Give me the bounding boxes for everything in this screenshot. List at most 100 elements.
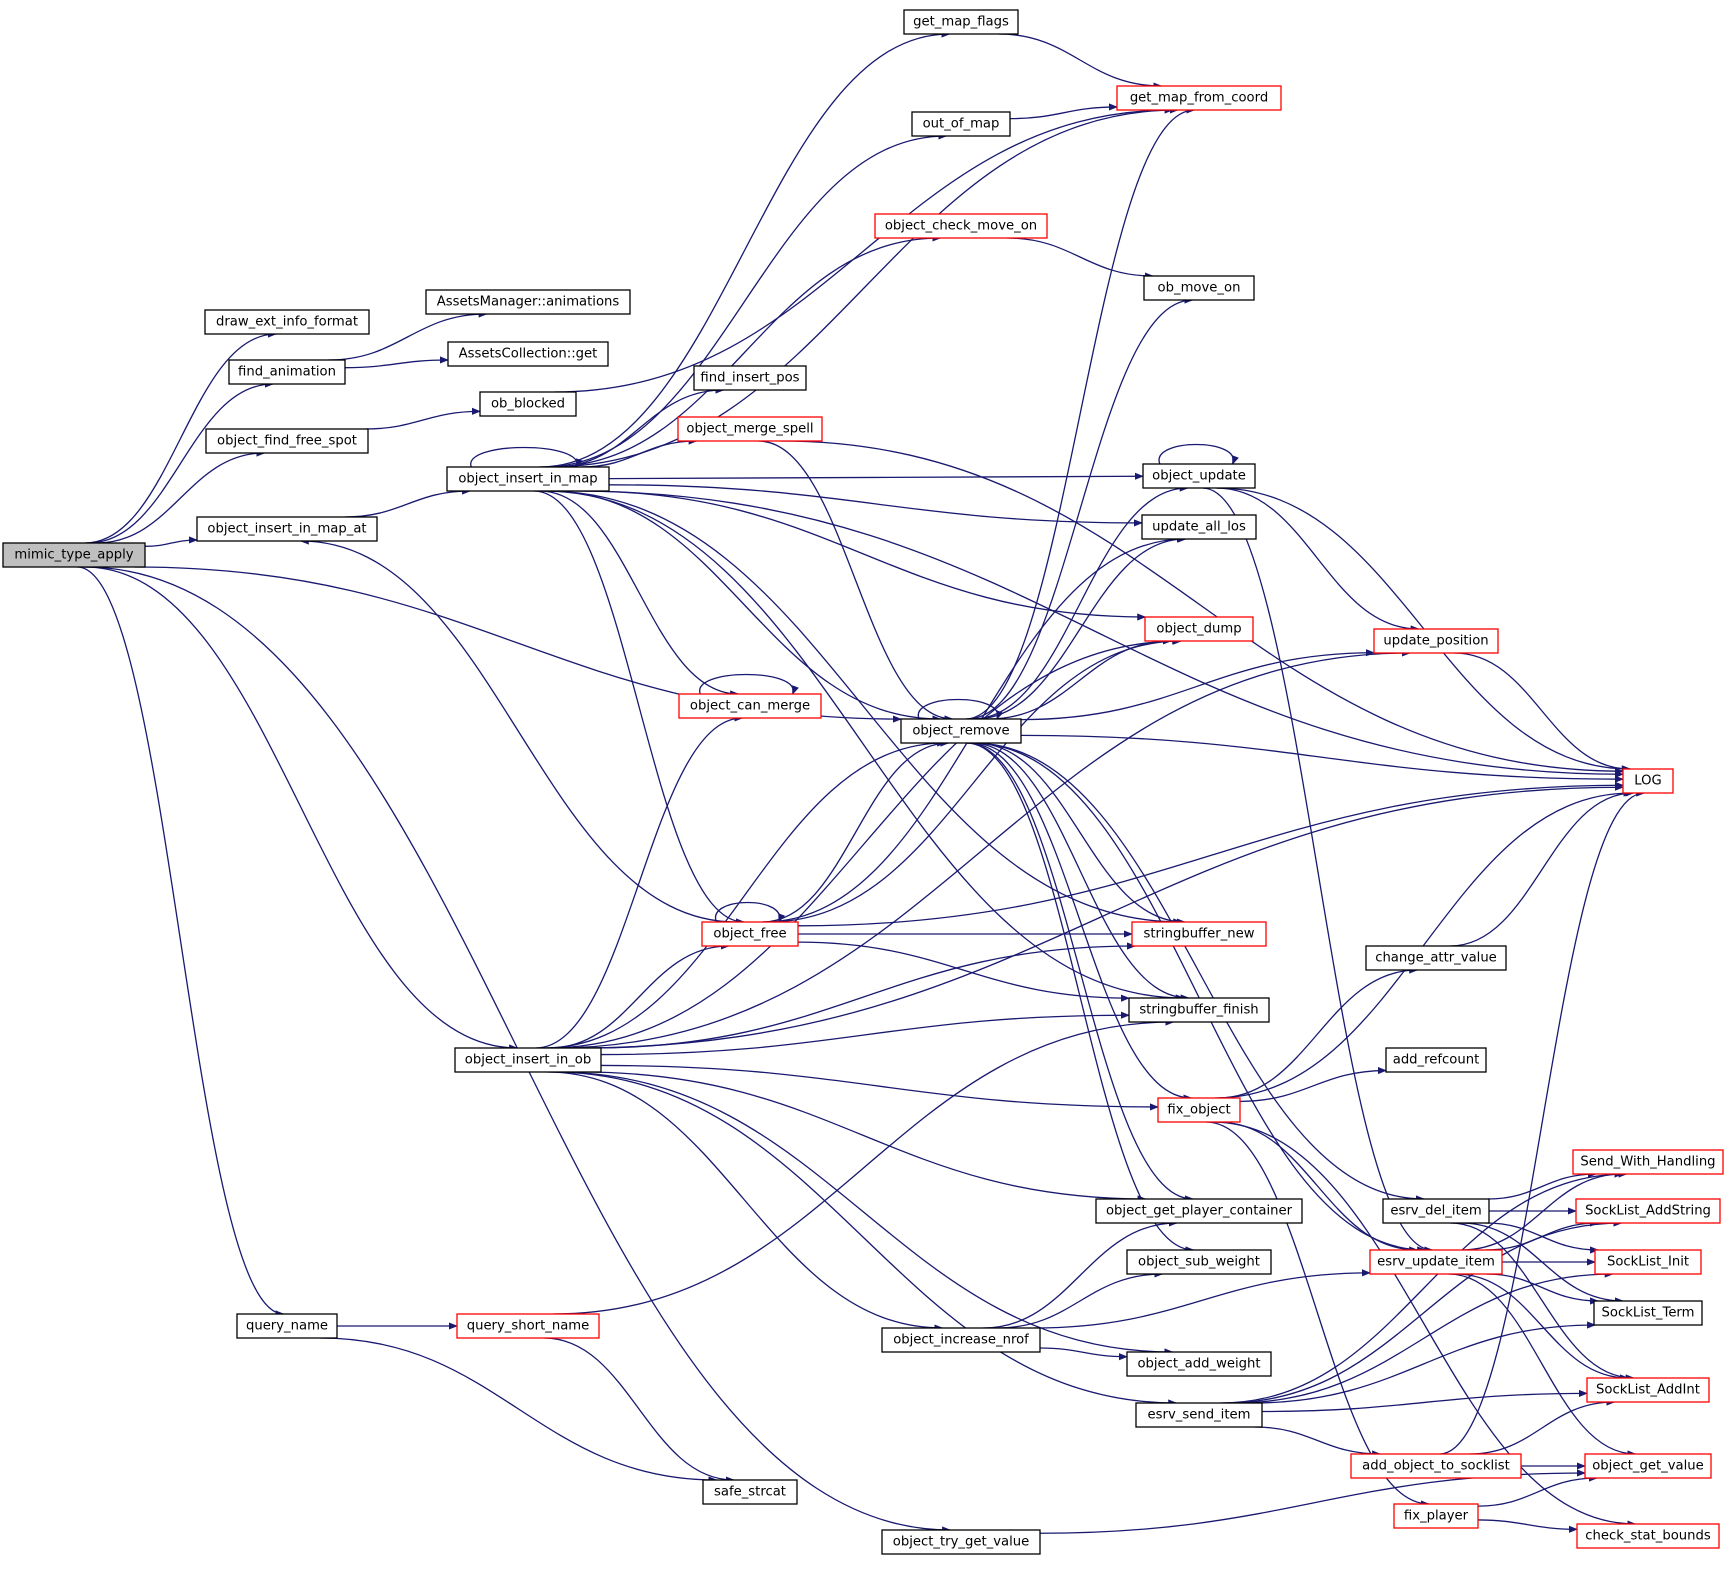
edge-path [544,1337,735,1484]
edge-fix_object-to-check_stat_bounds [1211,1121,1637,1528]
node-object_insert_in_ob[interactable]: object_insert_in_ob [454,1047,602,1073]
edge-path [328,310,488,361]
node-object_insert_in_map_at[interactable]: object_insert_in_map_at [196,516,378,542]
node-box [1350,1453,1522,1479]
node-object_insert_in_map[interactable]: object_insert_in_map [446,466,610,492]
node-SockList_Term[interactable]: SockList_Term [1593,1300,1703,1326]
node-box [228,359,346,385]
node-add_object_to_socklist[interactable]: add_object_to_socklist [1350,1453,1522,1479]
edge-path [699,673,799,695]
node-SockList_AddString[interactable]: SockList_AddString [1575,1198,1721,1224]
node-ob_move_on[interactable]: ob_move_on [1143,275,1255,301]
node-box [446,466,610,492]
node-object_remove[interactable]: object_remove [900,718,1022,744]
node-label: AssetsManager::animations [437,295,620,310]
node-label: SockList_Init [1607,1255,1689,1270]
node-esrv_del_item[interactable]: esrv_del_item [1382,1198,1490,1224]
edge-get_map_flags-to-get_map_from_coord [998,33,1163,90]
node-label: query_short_name [467,1319,590,1334]
node-draw_ext_info_format[interactable]: draw_ext_info_format [204,309,370,335]
node-box [1131,921,1267,947]
node-stringbuffer_finish[interactable]: stringbuffer_finish [1128,997,1270,1023]
edge-object_remove-to-esrv_del_item [972,742,1426,1203]
node-change_attr_value[interactable]: change_attr_value [1365,945,1507,971]
node-AssetsCollection_get[interactable]: AssetsCollection::get [447,341,609,367]
edge-object_free-to-object_insert_in_map_at [299,537,737,923]
edge-mimic_type_apply-to-query_name [77,566,285,1318]
node-esrv_send_item[interactable]: esrv_send_item [1135,1402,1263,1428]
edge-path [1461,1170,1624,1251]
node-query_short_name[interactable]: query_short_name [456,1313,600,1339]
node-SockList_Init[interactable]: SockList_Init [1594,1249,1702,1275]
node-LOG[interactable]: LOG [1622,768,1674,794]
edge-path [1485,1273,1600,1305]
edge-path [1158,443,1239,465]
node-object_sub_weight[interactable]: object_sub_weight [1126,1249,1272,1275]
edge-path [344,487,472,518]
node-object_check_move_on[interactable]: object_check_move_on [874,213,1048,239]
node-SockList_AddInt[interactable]: SockList_AddInt [1586,1377,1710,1403]
node-object_try_get_value[interactable]: object_try_get_value [881,1529,1041,1555]
node-object_get_player_container[interactable]: object_get_player_container [1095,1198,1303,1224]
edge-esrv_send_item-to-SockList_AddInt [1261,1389,1588,1413]
edge-object_remove-to-object_update [972,484,1189,720]
edge-object_insert_in_map-to-get_map_flags [539,30,951,468]
node-esrv_update_item[interactable]: esrv_update_item [1369,1249,1503,1275]
edge-path [971,742,1190,1002]
node-Send_With_Handling[interactable]: Send_With_Handling [1572,1149,1724,1175]
edge-object_can_merge-to-object_can_merge [699,673,799,695]
edge-change_attr_value-to-LOG [1450,789,1635,947]
edge-path [1455,1273,1630,1382]
node-object_update[interactable]: object_update [1142,463,1256,489]
node-label: object_check_move_on [885,219,1037,234]
node-find_animation[interactable]: find_animation [228,359,346,385]
node-safe_strcat[interactable]: safe_strcat [702,1479,798,1505]
node-ob_blocked[interactable]: ob_blocked [479,391,577,417]
node-label: esrv_del_item [1390,1204,1481,1219]
node-update_position[interactable]: update_position [1373,628,1499,654]
node-get_map_flags[interactable]: get_map_flags [903,9,1019,35]
node-fix_object[interactable]: fix_object [1157,1097,1241,1123]
node-check_stat_bounds[interactable]: check_stat_bounds [1576,1523,1720,1549]
node-box [1385,1047,1487,1073]
node-find_insert_pos[interactable]: find_insert_pos [693,365,807,391]
edge-ob_blocked-to-get_map_from_coord [554,106,1174,393]
edge-path [974,535,1186,720]
node-object_merge_spell[interactable]: object_merge_spell [677,416,823,442]
node-update_all_los[interactable]: update_all_los [1141,514,1257,540]
edge-path [553,1018,1175,1315]
node-object_dump[interactable]: object_dump [1144,616,1254,642]
edge-object_increase_nrof-to-esrv_update_item [1034,1269,1371,1329]
edge-path [988,637,1172,720]
node-object_add_weight[interactable]: object_add_weight [1126,1351,1272,1377]
edge-path [917,698,1004,720]
node-label: Send_With_Handling [1580,1155,1715,1170]
edge-fix_object-to-add_refcount [1239,1066,1387,1102]
edge-path [581,437,698,468]
node-stringbuffer_new[interactable]: stringbuffer_new [1131,921,1267,947]
node-fix_player[interactable]: fix_player [1393,1503,1479,1529]
node-get_map_from_coord[interactable]: get_map_from_coord [1116,85,1282,111]
node-object_can_merge[interactable]: object_can_merge [678,693,822,719]
node-out_of_map[interactable]: out_of_map [911,111,1011,137]
node-mimic_type_apply[interactable]: mimic_type_apply [2,542,146,568]
edge-path [96,449,266,544]
edge-object_insert_in_map-to-find_insert_pos [554,386,725,468]
edge-path [554,106,1174,393]
node-query_name[interactable]: query_name [236,1313,338,1339]
node-object_increase_nrof[interactable]: object_increase_nrof [881,1327,1041,1353]
node-add_refcount[interactable]: add_refcount [1385,1047,1487,1073]
node-label: draw_ext_info_format [216,315,358,330]
edge-path [1450,1222,1635,1382]
edge-path [543,490,1185,1002]
node-box [1382,1198,1490,1224]
node-object_find_free_spot[interactable]: object_find_free_spot [205,428,369,454]
edge-path [1487,1170,1597,1200]
edge-path [1220,1170,1628,1404]
node-label: change_attr_value [1375,951,1497,966]
node-object_get_value[interactable]: object_get_value [1584,1453,1712,1479]
node-label: object_increase_nrof [893,1333,1029,1348]
edge-object_insert_in_map-to-object_can_merge [539,490,740,698]
node-object_free[interactable]: object_free [701,921,799,947]
node-AssetsManager_animations[interactable]: AssetsManager::animations [425,289,631,315]
